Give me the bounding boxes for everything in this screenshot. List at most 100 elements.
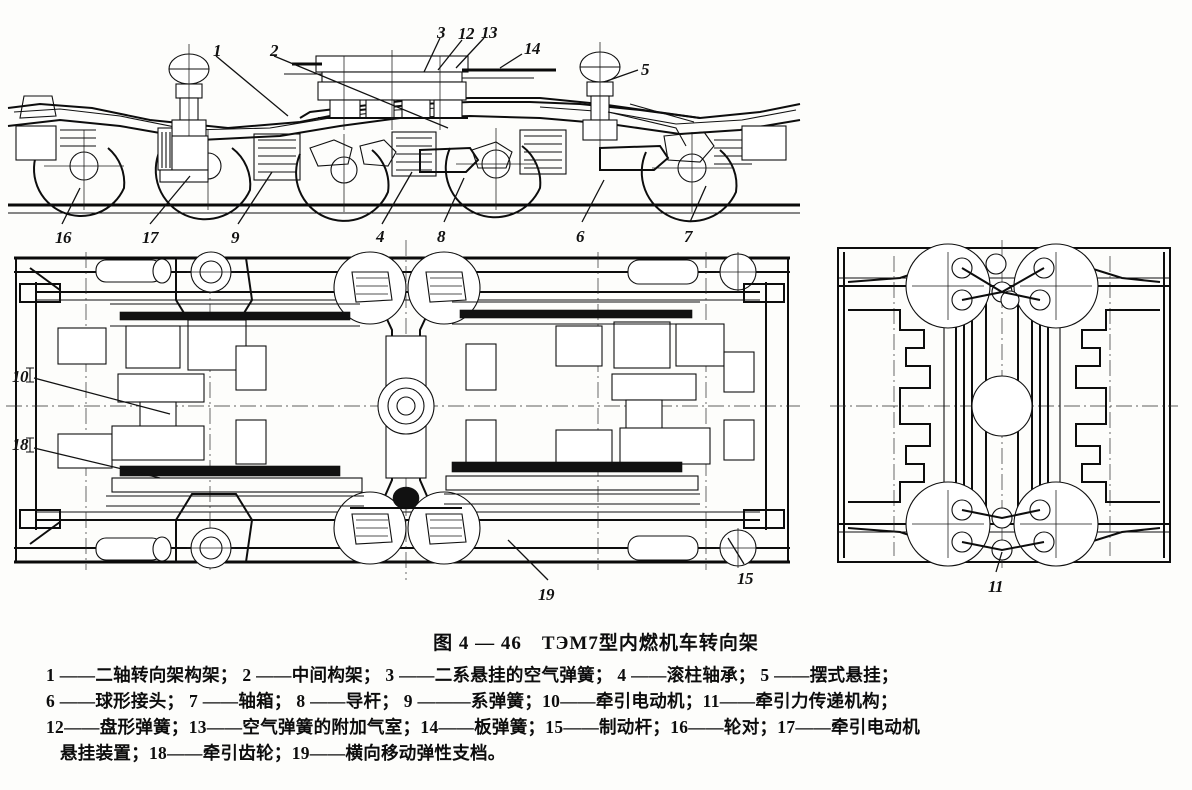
- figure-legend: 1 ——二轴转向架构架； 2 ——中间构架； 3 ——二系悬挂的空气弹簧； 4 …: [0, 662, 1192, 766]
- motor-box-o: [465, 343, 497, 391]
- intermediate-frame-plan: [376, 257, 436, 563]
- legend-line-3: 12——盘形弹簧；13——空气弹簧的附加气室；14——板弹簧；15——制动杆；1…: [46, 717, 920, 737]
- detail-central-rods: [943, 300, 1061, 512]
- motor-box-g: [235, 345, 267, 391]
- callout-4: 4: [376, 227, 385, 246]
- plan-wheel-a-detail: [351, 271, 393, 303]
- damper-top-right: [627, 259, 699, 285]
- coil-spring-d: [714, 139, 752, 165]
- detail-break-edges: [843, 252, 1165, 558]
- motor-box-m: [555, 429, 613, 469]
- figure-title: 图 4 — 46 ТЭМ7型内燃机车转向架: [433, 633, 759, 654]
- callout-3: 3: [437, 23, 446, 42]
- callout-6: 6: [576, 227, 585, 246]
- callout-18: 18: [12, 435, 29, 454]
- bracket-plan-bl: [19, 509, 61, 529]
- detail-centre-bore: [971, 375, 1033, 437]
- bracket-arm-bl: [29, 521, 61, 545]
- bearing-housing-bottom: [175, 493, 254, 563]
- plan-wheel-d-hatch: [430, 519, 462, 537]
- callout-7: 7: [684, 227, 693, 246]
- damper-top-left: [95, 259, 163, 283]
- bracket-plan-tr: [743, 283, 785, 303]
- callout-9: 9: [231, 228, 240, 247]
- coil-spring-c: [524, 135, 562, 169]
- plan-wheel-a-hatch: [356, 277, 388, 295]
- leader-18: [33, 447, 161, 479]
- leader-16: [61, 187, 81, 225]
- coil-spring-c-box: [519, 129, 567, 175]
- link-rod-right-2: [629, 103, 695, 123]
- plan-wheel-details: [333, 251, 481, 565]
- callout-13: 13: [481, 23, 498, 42]
- brake-rod-bar: [451, 461, 683, 473]
- detail-poly-b: [359, 139, 397, 167]
- detail-linkage-top: [905, 243, 1099, 329]
- detail-hatch-left: [60, 129, 96, 147]
- wheel-br-cross: [1020, 490, 1092, 558]
- detail-left-casting: [848, 309, 931, 503]
- plan-wheel-b: [407, 251, 481, 325]
- coil-spring-a: [258, 139, 296, 173]
- frame-inner-line-right: [539, 106, 797, 125]
- bracket-plan-tl: [19, 283, 61, 303]
- axlebox-and-guide-rods: [15, 95, 787, 173]
- side-view-details: [60, 129, 715, 169]
- spring-post-b: [365, 99, 395, 119]
- detail-right-casting: [1075, 309, 1160, 503]
- axlebox-left: [15, 125, 57, 161]
- end-dampers: [95, 252, 760, 568]
- end-eye-cross-top: [716, 252, 760, 292]
- traction-gear-and-brake-rods: [106, 301, 700, 507]
- callout-5: 5: [641, 60, 650, 79]
- leader-10: [33, 377, 171, 415]
- detail-poly-c: [471, 141, 513, 169]
- motor-hanger-base: [159, 169, 209, 183]
- wheel-5-cross: [652, 132, 732, 212]
- traction-gear-bar: [119, 465, 341, 477]
- motor-box-f: [111, 425, 205, 461]
- coil-spring-b-box: [391, 131, 437, 177]
- detail-poly-a: [309, 139, 353, 167]
- callout-12: 12: [458, 24, 475, 43]
- plan-wheel-c-detail: [351, 513, 393, 545]
- callout-17: 17: [142, 228, 159, 247]
- hanger-ribs: [161, 132, 171, 168]
- motor-box-b: [125, 325, 181, 369]
- motor-box-r: [723, 419, 755, 461]
- motor-box-a: [57, 327, 107, 365]
- traction-motor-left: [57, 319, 267, 469]
- primary-coil-springs: [253, 129, 752, 181]
- secondary-suspension-assembly: [284, 50, 556, 130]
- leader-10-tick: [26, 367, 34, 383]
- plan-wheel-a: [333, 251, 407, 325]
- lower-rod-left-edges: [106, 495, 364, 507]
- leader-14: [499, 53, 523, 69]
- spring-post-d: [433, 99, 463, 119]
- callout-19: 19: [538, 585, 555, 604]
- pendulum-suspension-right: [579, 42, 621, 170]
- technical-drawing: 1 2 3 12 13 14 5 16 17 9 4 8 6 7 10 18 1…: [6, 23, 1178, 604]
- motor-box-e: [57, 433, 113, 469]
- brake-rod-housing: [445, 475, 699, 491]
- motor-box-n: [619, 427, 711, 465]
- wheel-tr-cross: [1020, 252, 1092, 320]
- corner-brackets: [19, 267, 785, 545]
- leader-11: [995, 551, 1003, 573]
- motor-box-l: [611, 373, 697, 401]
- axlebox-right: [741, 125, 787, 161]
- detail-linkage-arms-bottom: [961, 509, 1045, 552]
- motor-box-i: [555, 325, 603, 367]
- leader-7: [689, 185, 707, 223]
- lower-rod-right-edges: [444, 493, 700, 505]
- leader-3: [423, 37, 441, 73]
- detail-linkage-arms-top: [961, 267, 1045, 301]
- callout-15: 15: [737, 569, 754, 588]
- rod-group-right: [1031, 306, 1049, 508]
- leader-5: [603, 69, 639, 83]
- wheel-1-cross: [44, 130, 124, 210]
- bogie-drawing-svg: [6, 37, 1178, 581]
- bracket-arm-tl: [29, 267, 61, 291]
- lateral-elastic-stop: [350, 486, 462, 510]
- leader-15: [727, 537, 745, 565]
